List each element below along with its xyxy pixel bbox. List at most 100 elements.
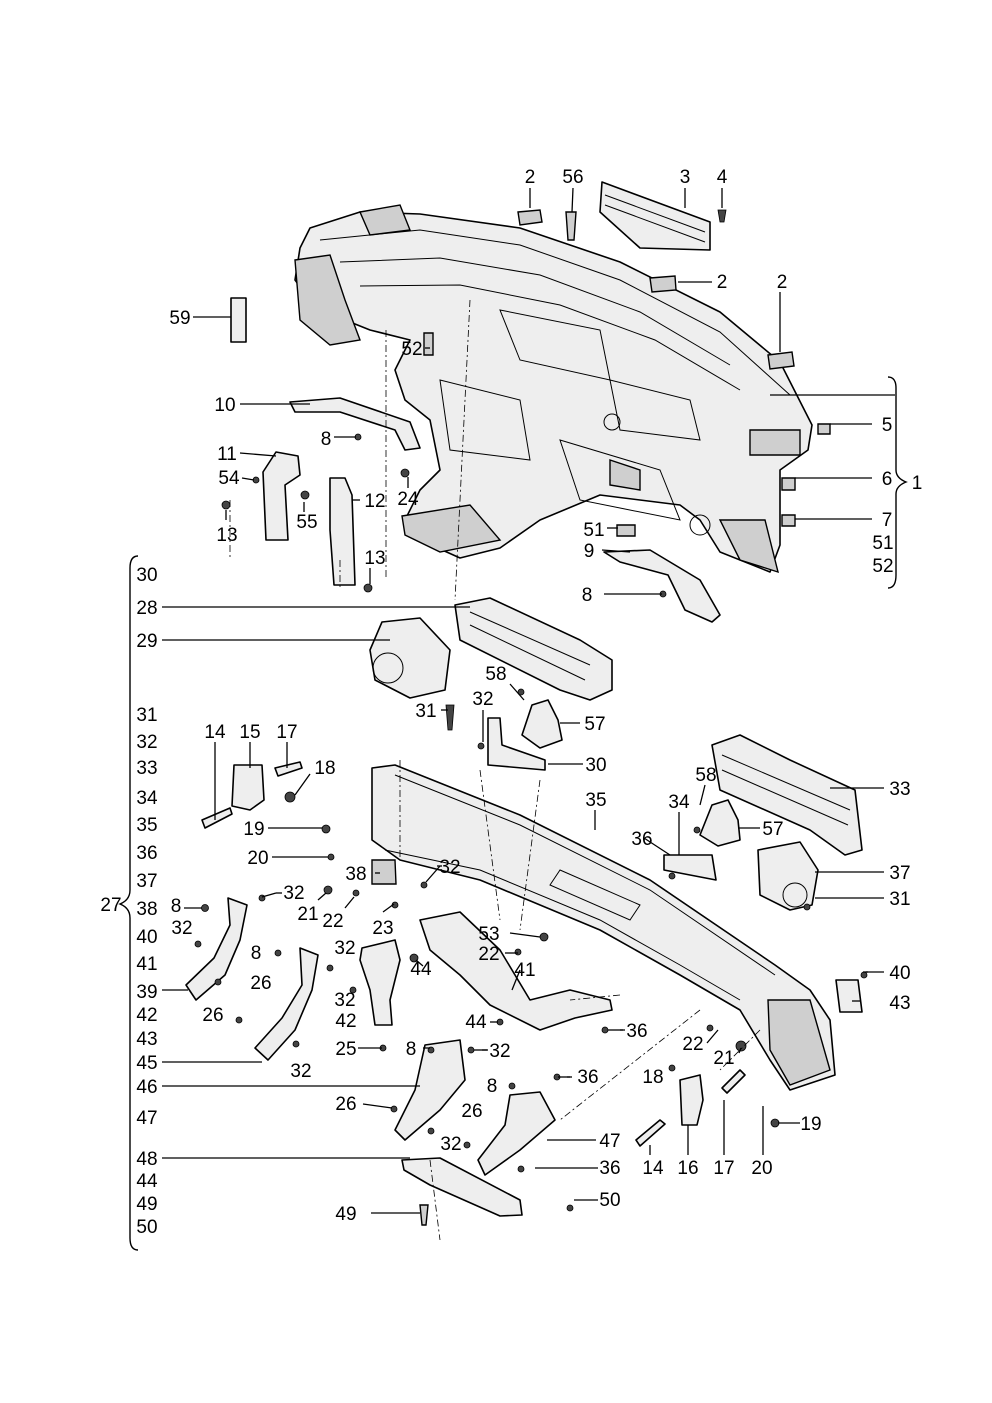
clip-2b <box>649 275 677 293</box>
callout-43: 43 <box>136 1029 157 1050</box>
callout-26: 26 <box>250 973 271 994</box>
trim-57 <box>521 699 563 749</box>
callout-8: 8 <box>171 896 182 917</box>
callout-48: 48 <box>136 1149 157 1170</box>
callout-13: 13 <box>216 525 237 546</box>
bracket-38 <box>371 859 397 885</box>
callout-42: 42 <box>335 1011 356 1032</box>
callout-27: 27 <box>100 895 121 916</box>
clip-6 <box>781 477 796 491</box>
bracket-48 <box>401 1157 523 1217</box>
dashboard-panel <box>294 204 813 574</box>
callout-8: 8 <box>251 943 262 964</box>
callout-44: 44 <box>410 959 432 980</box>
callout-35: 35 <box>136 815 157 836</box>
callout-32: 32 <box>472 689 493 710</box>
callout-11: 11 <box>217 444 237 465</box>
callout-51: 51 <box>872 533 893 554</box>
strap-14 <box>201 807 233 829</box>
clip-7 <box>781 514 796 527</box>
callout-52: 52 <box>401 339 422 360</box>
brace-group-27 <box>118 555 139 1251</box>
bracket-15 <box>231 764 265 811</box>
callout-33: 33 <box>889 779 910 800</box>
strap-14b <box>635 1119 666 1147</box>
vent-37 <box>757 841 819 911</box>
callout-36: 36 <box>626 1021 647 1042</box>
callout-47: 47 <box>599 1131 620 1152</box>
callout-49: 49 <box>335 1204 356 1225</box>
bracket-17b <box>721 1069 746 1094</box>
callout-36: 36 <box>136 843 157 864</box>
callout-19: 19 <box>800 1114 821 1135</box>
callout-31: 31 <box>889 889 910 910</box>
callout-32: 32 <box>489 1041 510 1062</box>
clip-51 <box>616 524 636 537</box>
callout-30: 30 <box>585 755 606 776</box>
callout-38: 38 <box>136 899 157 920</box>
sleeve-59 <box>230 297 247 343</box>
callout-2: 2 <box>717 272 728 293</box>
callout-32: 32 <box>334 990 355 1011</box>
callout-46: 46 <box>136 1077 157 1098</box>
callout-36: 36 <box>631 829 652 850</box>
callout-2: 2 <box>777 272 788 293</box>
callout-41: 41 <box>136 954 157 975</box>
callout-28: 28 <box>136 598 157 619</box>
callout-25: 25 <box>335 1039 356 1060</box>
callout-31: 31 <box>136 705 157 726</box>
bracket-11 <box>262 451 301 541</box>
callout-8: 8 <box>406 1039 417 1060</box>
airbag-module-3 <box>599 181 711 251</box>
callout-21: 21 <box>713 1048 734 1069</box>
callout-4: 4 <box>717 167 728 188</box>
callout-54: 54 <box>218 468 240 489</box>
part-illustrations <box>185 181 868 1241</box>
callout-13: 13 <box>364 548 385 569</box>
callout-37: 37 <box>889 863 910 884</box>
callout-31: 31 <box>415 701 436 722</box>
callout-34: 34 <box>668 792 690 813</box>
callout-58: 58 <box>485 664 506 685</box>
callout-56: 56 <box>562 167 583 188</box>
callout-12: 12 <box>364 491 385 512</box>
callout-50: 50 <box>136 1217 157 1238</box>
callout-14: 14 <box>642 1158 664 1179</box>
trim-57b <box>699 799 741 847</box>
air-duct-33 <box>711 734 863 856</box>
callout-17: 17 <box>713 1158 734 1179</box>
bracket-12 <box>329 477 356 586</box>
callout-34: 34 <box>136 788 158 809</box>
callout-39: 39 <box>136 982 157 1003</box>
callout-29: 29 <box>136 631 157 652</box>
callout-32: 32 <box>283 883 304 904</box>
callout-18: 18 <box>314 758 335 779</box>
callout-5: 5 <box>882 415 893 436</box>
callout-51: 51 <box>583 520 604 541</box>
bracket-47 <box>477 1091 556 1176</box>
callout-21: 21 <box>297 904 318 925</box>
callout-18: 18 <box>642 1067 663 1088</box>
callout-20: 20 <box>247 848 268 869</box>
clip-2a <box>517 209 543 226</box>
bracket-46 <box>394 1039 466 1141</box>
callout-32: 32 <box>440 1134 461 1155</box>
callout-8: 8 <box>582 585 593 606</box>
bracket-42 <box>359 939 401 1026</box>
callout-32: 32 <box>334 938 355 959</box>
callout-23: 23 <box>372 918 393 939</box>
callout-20: 20 <box>751 1158 772 1179</box>
screw-56 <box>565 211 577 241</box>
callout-24: 24 <box>397 489 419 510</box>
callout-52: 52 <box>872 556 893 577</box>
callout-45: 45 <box>136 1053 157 1074</box>
vent-29 <box>369 617 451 699</box>
bolt-49 <box>419 1204 429 1226</box>
callout-42: 42 <box>136 1005 157 1026</box>
callout-22: 22 <box>682 1034 703 1055</box>
callout-53: 53 <box>478 924 499 945</box>
bracket-16 <box>679 1074 704 1126</box>
assembly-lines <box>229 299 761 1241</box>
callout-40: 40 <box>889 963 910 984</box>
